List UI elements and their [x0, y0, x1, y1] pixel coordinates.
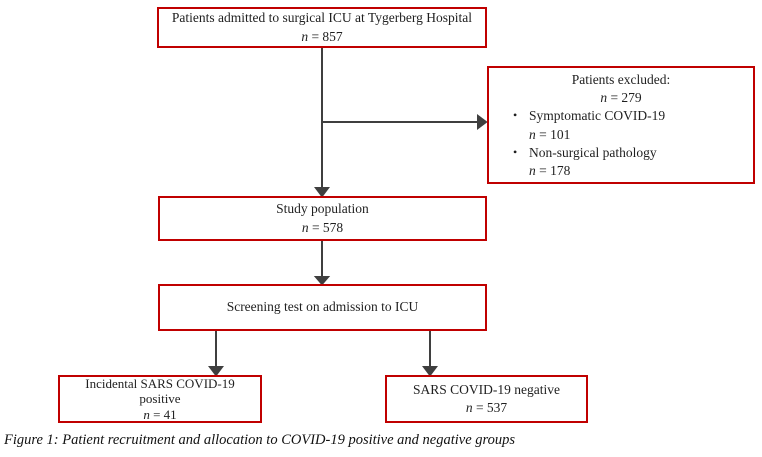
node-negative-label: SARS COVID-19 negative [413, 381, 560, 397]
node-covid-positive: Incidental SARS COVID-19 positive n = 41 [58, 375, 262, 423]
node-negative-n: n = 537 [465, 400, 508, 415]
excluded-reason-n: n = 178 [529, 163, 571, 179]
figure-caption: Figure 1: Patient recruitment and alloca… [4, 432, 516, 448]
arrowhead-down-icon [313, 276, 331, 286]
node-study-n: n = 578 [301, 219, 344, 235]
node-admitted-n: n = 857 [301, 28, 343, 44]
node-admitted-label: Patients admitted to surgical ICU at Tyg… [171, 10, 473, 26]
excluded-reason-item: • Non-surgical pathology n = 178 [513, 144, 753, 180]
node-positive-n: n = 41 [143, 406, 177, 422]
node-study-population: Study population n = 578 [158, 196, 487, 241]
node-study-label: Study population [276, 201, 369, 217]
bullet-icon: • [513, 144, 518, 159]
excluded-reason-label: Non-surgical pathology [529, 144, 657, 160]
node-positive-label-line1: Incidental SARS COVID-19 [85, 376, 235, 392]
bullet-icon: • [513, 108, 518, 123]
node-admitted: Patients admitted to surgical ICU at Tyg… [157, 7, 487, 48]
node-screening-label: Screening test on admission to ICU [226, 299, 419, 315]
excluded-reason-label: Symptomatic COVID-19 [529, 108, 666, 124]
node-positive-label-line2: positive [139, 391, 181, 407]
excluded-reason-n: n = 101 [529, 126, 571, 142]
node-screening-test: Screening test on admission to ICU [158, 284, 487, 331]
node-excluded-title: Patients excluded: [571, 72, 671, 87]
arrowhead-down-icon [208, 366, 224, 377]
arrowhead-down-icon [422, 366, 438, 377]
arrowhead-down-icon [314, 187, 330, 198]
node-excluded: Patients excluded: n = 279 • Symptomatic … [487, 66, 755, 184]
excluded-reason-list: • Symptomatic COVID-19 n = 101 • Non-surgi… [489, 107, 753, 180]
node-covid-negative: SARS COVID-19 negative n = 537 [385, 375, 588, 423]
arrowhead-right-icon [477, 114, 488, 130]
excluded-reason-item: • Symptomatic COVID-19 n = 101 [513, 107, 753, 143]
node-excluded-n: n = 279 [600, 90, 642, 106]
